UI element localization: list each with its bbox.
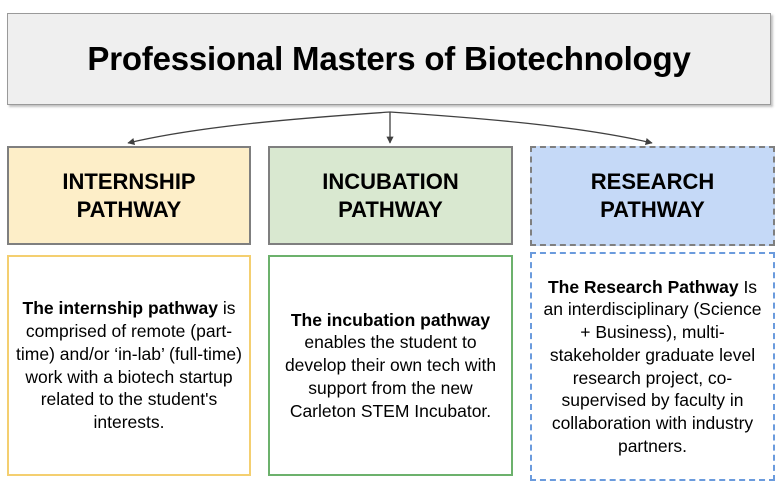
incubation-body-text: The incubation pathway enables the stude… [270, 309, 511, 423]
research-body-lead: The Research Pathway [547, 276, 739, 297]
internship-body-text: The internship pathway is comprised of r… [9, 297, 249, 434]
internship-body-box: The internship pathway is comprised of r… [7, 255, 251, 476]
page-title: Professional Masters of Biotechnology [87, 40, 691, 77]
research-header-label: RESEARCH PATHWAY [590, 169, 715, 222]
incubation-header-label: INCUBATION PATHWAY [322, 168, 459, 222]
pathway-column-internship: INTERNSHIP PATHWAY The internship pathwa… [7, 146, 251, 476]
pathway-column-research: RESEARCH PATHWAY The Research Pathway Is… [530, 146, 775, 481]
connector-arrows [127, 111, 653, 146]
incubation-body-rest: enables the student to develop their own… [284, 332, 497, 421]
internship-body-lead: The internship pathway [22, 298, 218, 319]
incubation-header-box[interactable]: INCUBATION PATHWAY [268, 146, 513, 245]
internship-header-label: INTERNSHIP PATHWAY [62, 168, 196, 222]
pathway-column-incubation: INCUBATION PATHWAY The incubation pathwa… [268, 146, 513, 476]
research-body-text: The Research Pathway Is an interdiscipli… [532, 276, 773, 458]
incubation-body-lead: The incubation pathway [290, 309, 491, 330]
internship-header-box[interactable]: INTERNSHIP PATHWAY [7, 146, 251, 245]
incubation-body-box: The incubation pathway enables the stude… [268, 255, 513, 476]
internship-body-rest: is comprised of remote (part-time) and/o… [16, 298, 242, 432]
title-box: Professional Masters of Biotechnology [7, 13, 771, 105]
research-body-rest: Is an interdisciplinary (Science + Busin… [543, 276, 762, 456]
arrow-to-research [389, 111, 653, 146]
arrow-to-internship [127, 111, 391, 146]
research-body-box: The Research Pathway Is an interdiscipli… [530, 252, 775, 481]
research-header-box[interactable]: RESEARCH PATHWAY [530, 146, 775, 246]
